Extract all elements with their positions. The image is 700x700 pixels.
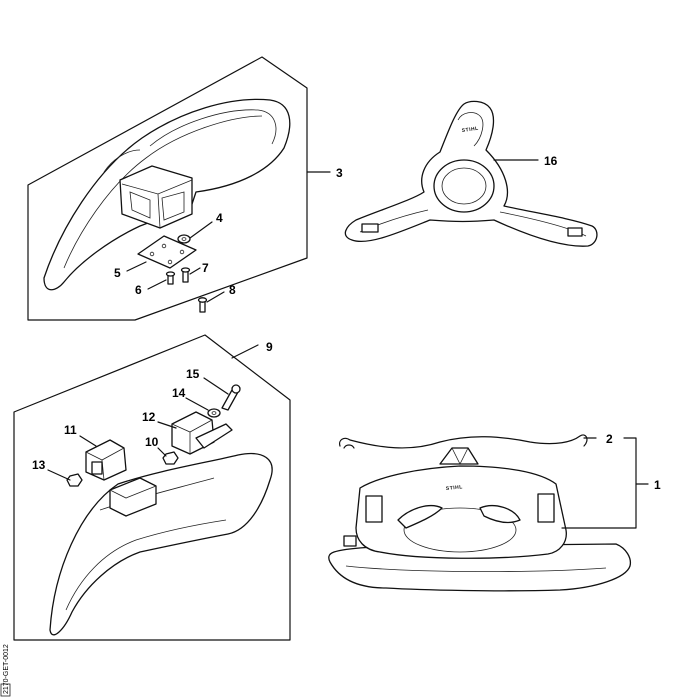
three-arm-cover-part-16: STIHL: [344, 100, 598, 247]
leader-line-11: [79, 435, 97, 447]
deflector-assembly-group-3: [27, 56, 331, 321]
callout-14: 14: [172, 386, 186, 400]
group-3-frame: [27, 56, 308, 321]
guard-body-part-9: [49, 452, 273, 636]
clamp-bracket-part-12: [171, 411, 233, 455]
washer-part-4: [177, 234, 191, 244]
guard-mount-clip: [109, 477, 157, 517]
callout-16: 16: [544, 154, 558, 168]
leader-line-14: [185, 397, 209, 411]
callout-9: 9: [266, 340, 273, 354]
callout-1: 1: [654, 478, 661, 492]
callout-6: 6: [135, 283, 142, 297]
screw-part-8: [197, 297, 208, 313]
group-9-frame: [13, 334, 291, 641]
callout-15: 15: [186, 367, 200, 381]
screw-part-7: [180, 267, 191, 283]
washer-part-14: [207, 408, 221, 418]
leader-line-1: [561, 437, 637, 529]
wire-spring-part-2: [339, 434, 588, 449]
callout-7: 7: [202, 261, 209, 275]
callout-10: 10: [145, 435, 159, 449]
drawing-code-box: [0, 683, 11, 697]
callout-5: 5: [114, 266, 121, 280]
leader-line-7: [189, 267, 201, 275]
leader-line-8: [206, 291, 225, 303]
drawing-code: 2170-GET-0012: [3, 644, 10, 694]
stihl-logo-16: STIHL: [461, 126, 479, 134]
leader-line-13: [47, 469, 71, 481]
leader-line-5: [126, 261, 147, 272]
stihl-logo-1: STIHL: [446, 484, 463, 492]
deflector-guard-part-3: [43, 98, 291, 291]
callout-12: 12: [142, 410, 156, 424]
deflector-housing-part-1: STIHL: [328, 447, 632, 592]
callout-13: 13: [32, 458, 46, 472]
leader-line-12: [157, 421, 177, 429]
callout-11: 11: [64, 423, 77, 437]
leader-line-15: [203, 377, 229, 395]
leader-line-6: [147, 279, 167, 290]
clamp-bracket-part-11: [85, 439, 127, 481]
callout-2: 2: [606, 432, 613, 446]
deflector-assembly-group-9: [13, 334, 291, 641]
leader-line-9: [231, 344, 259, 359]
leader-line-10: [157, 447, 167, 457]
mounting-plate-part-5: [137, 235, 197, 269]
screw-part-6: [165, 271, 176, 285]
nut-part-13: [66, 473, 83, 487]
callout-4: 4: [216, 211, 223, 225]
callout-3: 3: [336, 166, 343, 180]
screw-part-15: [221, 384, 241, 411]
nut-part-10: [162, 451, 179, 465]
callout-8: 8: [229, 283, 236, 297]
leader-line-4: [189, 221, 213, 239]
